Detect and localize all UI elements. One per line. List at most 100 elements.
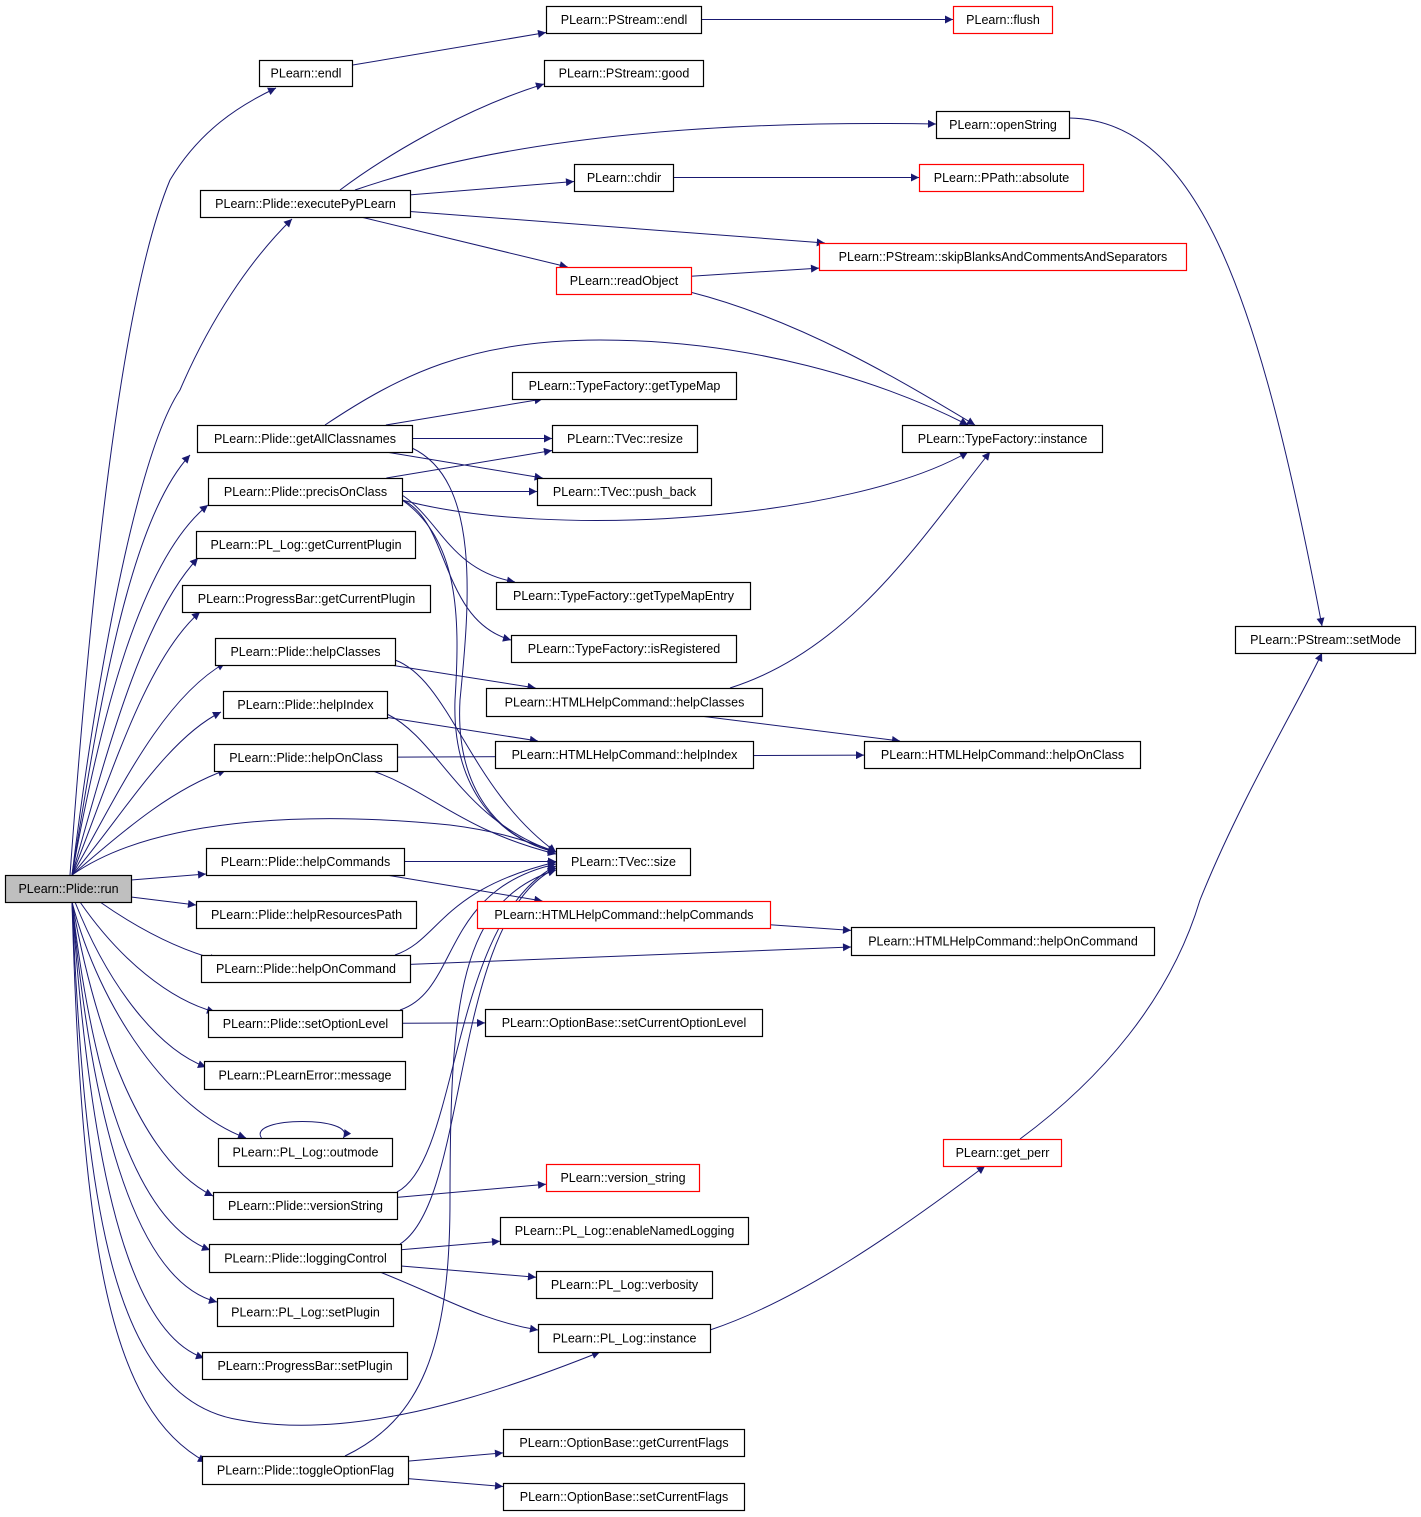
node-loggingControl[interactable]: PLearn::Plide::loggingControl	[208, 1243, 403, 1274]
node-verbosity[interactable]: PLearn::PL_Log::verbosity	[535, 1270, 714, 1300]
node-message[interactable]: PLearn::PLearnError::message	[203, 1060, 407, 1091]
node-box	[511, 371, 738, 401]
node-html_helpIndex[interactable]: PLearn::HTMLHelpCommand::helpIndex	[494, 740, 755, 770]
node-box	[1234, 625, 1417, 655]
node-label: PLearn::TypeFactory::isRegistered	[528, 642, 720, 656]
node-label: PLearn::TypeFactory::getTypeMapEntry	[513, 589, 735, 603]
call-edge-precisOnClass-to-size	[401, 499, 557, 855]
node-html_helpOnCommand[interactable]: PLearn::HTMLHelpCommand::helpOnCommand	[850, 926, 1156, 957]
node-setMode[interactable]: PLearn::PStream::setMode	[1234, 625, 1417, 655]
node-label: PLearn::Plide::helpOnCommand	[216, 962, 396, 976]
node-box	[258, 59, 354, 88]
call-edge-getAllClassnames-to-getTypeMap	[385, 396, 543, 426]
node-pb_getCurrentPlugin[interactable]: PLearn::ProgressBar::getCurrentPlugin	[181, 584, 432, 614]
node-outmode[interactable]: PLearn::PL_Log::outmode	[217, 1137, 394, 1168]
node-label: PLearn::PL_Log::outmode	[233, 1146, 379, 1160]
node-label: PLearn::HTMLHelpCommand::helpOnCommand	[868, 935, 1138, 949]
call-edge-versionString-to-size	[396, 865, 557, 1193]
node-label: PLearn::flush	[966, 13, 1040, 27]
call-edge-run-to-getAllClassnames	[71, 454, 191, 876]
call-edge-run-to-versionString	[71, 901, 214, 1197]
call-edge-run-to-toggleOptionFlag	[71, 901, 207, 1463]
node-box	[476, 900, 772, 930]
node-getAllClassnames[interactable]: PLearn::Plide::getAllClassnames	[196, 424, 414, 454]
node-label: PLearn::endl	[271, 67, 342, 81]
node-label: PLearn::PPath::absolute	[934, 171, 1070, 185]
node-enableNamedLogging[interactable]: PLearn::PL_Log::enableNamedLogging	[499, 1216, 750, 1246]
call-edge-helpCommands-to-html_helpCommands	[386, 874, 543, 904]
node-label: PLearn::Plide::versionString	[228, 1199, 383, 1213]
call-edge-precisOnClass-to-isRegistered	[401, 499, 512, 642]
node-html_helpClasses[interactable]: PLearn::HTMLHelpCommand::helpClasses	[485, 687, 764, 718]
node-isRegistered[interactable]: PLearn::TypeFactory::isRegistered	[510, 634, 738, 664]
node-absolute[interactable]: PLearn::PPath::absolute	[918, 163, 1085, 193]
node-setCurrentOptionLevel[interactable]: PLearn::OptionBase::setCurrentOptionLeve…	[484, 1008, 764, 1038]
node-label: PLearn::PL_Log::enableNamedLogging	[515, 1224, 735, 1238]
node-box	[485, 687, 764, 718]
node-ps_good[interactable]: PLearn::PStream::good	[543, 59, 705, 88]
node-flush[interactable]: PLearn::flush	[952, 5, 1054, 35]
node-box	[495, 581, 752, 611]
node-html_helpCommands[interactable]: PLearn::HTMLHelpCommand::helpCommands	[476, 900, 772, 930]
node-getCurrentFlags[interactable]: PLearn::OptionBase::getCurrentFlags	[502, 1428, 746, 1458]
node-box	[207, 477, 404, 507]
node-endl[interactable]: PLearn::endl	[258, 59, 354, 88]
node-pllog_instance[interactable]: PLearn::PL_Log::instance	[537, 1323, 712, 1354]
node-getTypeMap[interactable]: PLearn::TypeFactory::getTypeMap	[511, 371, 738, 401]
node-setCurrentFlags[interactable]: PLearn::OptionBase::setCurrentFlags	[502, 1482, 746, 1512]
node-label: PLearn::HTMLHelpCommand::helpIndex	[512, 748, 739, 762]
node-box	[214, 637, 397, 667]
node-label: PLearn::PStream::good	[559, 67, 690, 81]
node-ps_endl[interactable]: PLearn::PStream::endl	[545, 5, 703, 35]
node-toggleOptionFlag[interactable]: PLearn::Plide::toggleOptionFlag	[201, 1455, 410, 1486]
call-edge-loggingControl-to-pllog_instance	[379, 1271, 539, 1333]
node-size[interactable]: PLearn::TVec::size	[555, 847, 692, 877]
node-box	[217, 1137, 394, 1168]
node-box	[536, 477, 713, 507]
node-push_back[interactable]: PLearn::TVec::push_back	[536, 477, 713, 507]
node-pb_setPlugin[interactable]: PLearn::ProgressBar::setPlugin	[201, 1351, 409, 1381]
node-helpIndex[interactable]: PLearn::Plide::helpIndex	[222, 690, 389, 720]
node-helpClasses[interactable]: PLearn::Plide::helpClasses	[214, 637, 397, 667]
call-edge-getAllClassnames-to-tf_instance	[324, 339, 969, 426]
node-helpResourcesPath[interactable]: PLearn::Plide::helpResourcesPath	[195, 900, 418, 930]
node-box	[952, 5, 1054, 35]
node-box	[555, 266, 693, 296]
node-box	[510, 634, 738, 664]
node-versionString[interactable]: PLearn::Plide::versionString	[212, 1191, 399, 1221]
node-label: PLearn::readObject	[570, 274, 679, 288]
node-setOptionLevel[interactable]: PLearn::Plide::setOptionLevel	[207, 1009, 404, 1039]
node-helpCommands[interactable]: PLearn::Plide::helpCommands	[205, 847, 406, 877]
node-helpOnCommand[interactable]: PLearn::Plide::helpOnCommand	[200, 954, 412, 984]
node-tf_instance[interactable]: PLearn::TypeFactory::instance	[901, 424, 1104, 454]
node-helpOnClass[interactable]: PLearn::Plide::helpOnClass	[213, 743, 399, 773]
node-executePyPLearn[interactable]: PLearn::Plide::executePyPLearn	[199, 189, 412, 219]
node-pllog_setPlugin[interactable]: PLearn::PL_Log::setPlugin	[216, 1297, 395, 1328]
node-resize[interactable]: PLearn::TVec::resize	[551, 424, 699, 454]
node-version_string[interactable]: PLearn::version_string	[545, 1163, 701, 1193]
node-label: PLearn::Plide::helpOnClass	[229, 751, 383, 765]
node-skipBlanks[interactable]: PLearn::PStream::skipBlanksAndCommentsAn…	[818, 242, 1188, 272]
call-edge-loggingControl-to-verbosity	[400, 1265, 537, 1281]
node-openString[interactable]: PLearn::openString	[935, 110, 1071, 140]
node-box	[942, 1138, 1063, 1168]
node-chdir[interactable]: PLearn::chdir	[573, 163, 675, 193]
node-box	[502, 1428, 746, 1458]
call-edge-helpIndex-to-html_helpIndex	[386, 716, 538, 744]
node-get_perr[interactable]: PLearn::get_perr	[942, 1138, 1063, 1168]
node-box	[863, 740, 1142, 770]
node-run[interactable]: PLearn::Plide::run	[4, 874, 133, 904]
node-html_helpOnClass[interactable]: PLearn::HTMLHelpCommand::helpOnClass	[863, 740, 1142, 770]
call-edge-helpOnClass-to-size	[369, 769, 557, 856]
node-label: PLearn::TVec::resize	[567, 432, 683, 446]
call-edge-helpOnCommand-to-size	[394, 859, 557, 956]
node-label: PLearn::Plide::precisOnClass	[224, 485, 387, 499]
node-readObject[interactable]: PLearn::readObject	[555, 266, 693, 296]
node-label: PLearn::TVec::size	[571, 855, 676, 869]
node-label: PLearn::OptionBase::getCurrentFlags	[519, 1436, 728, 1450]
node-precisOnClass[interactable]: PLearn::Plide::precisOnClass	[207, 477, 404, 507]
node-label: PLearn::PStream::endl	[561, 13, 687, 27]
node-getTypeMapEntry[interactable]: PLearn::TypeFactory::getTypeMapEntry	[495, 581, 752, 611]
node-pllog_getCurrentPlugin[interactable]: PLearn::PL_Log::getCurrentPlugin	[195, 530, 417, 560]
